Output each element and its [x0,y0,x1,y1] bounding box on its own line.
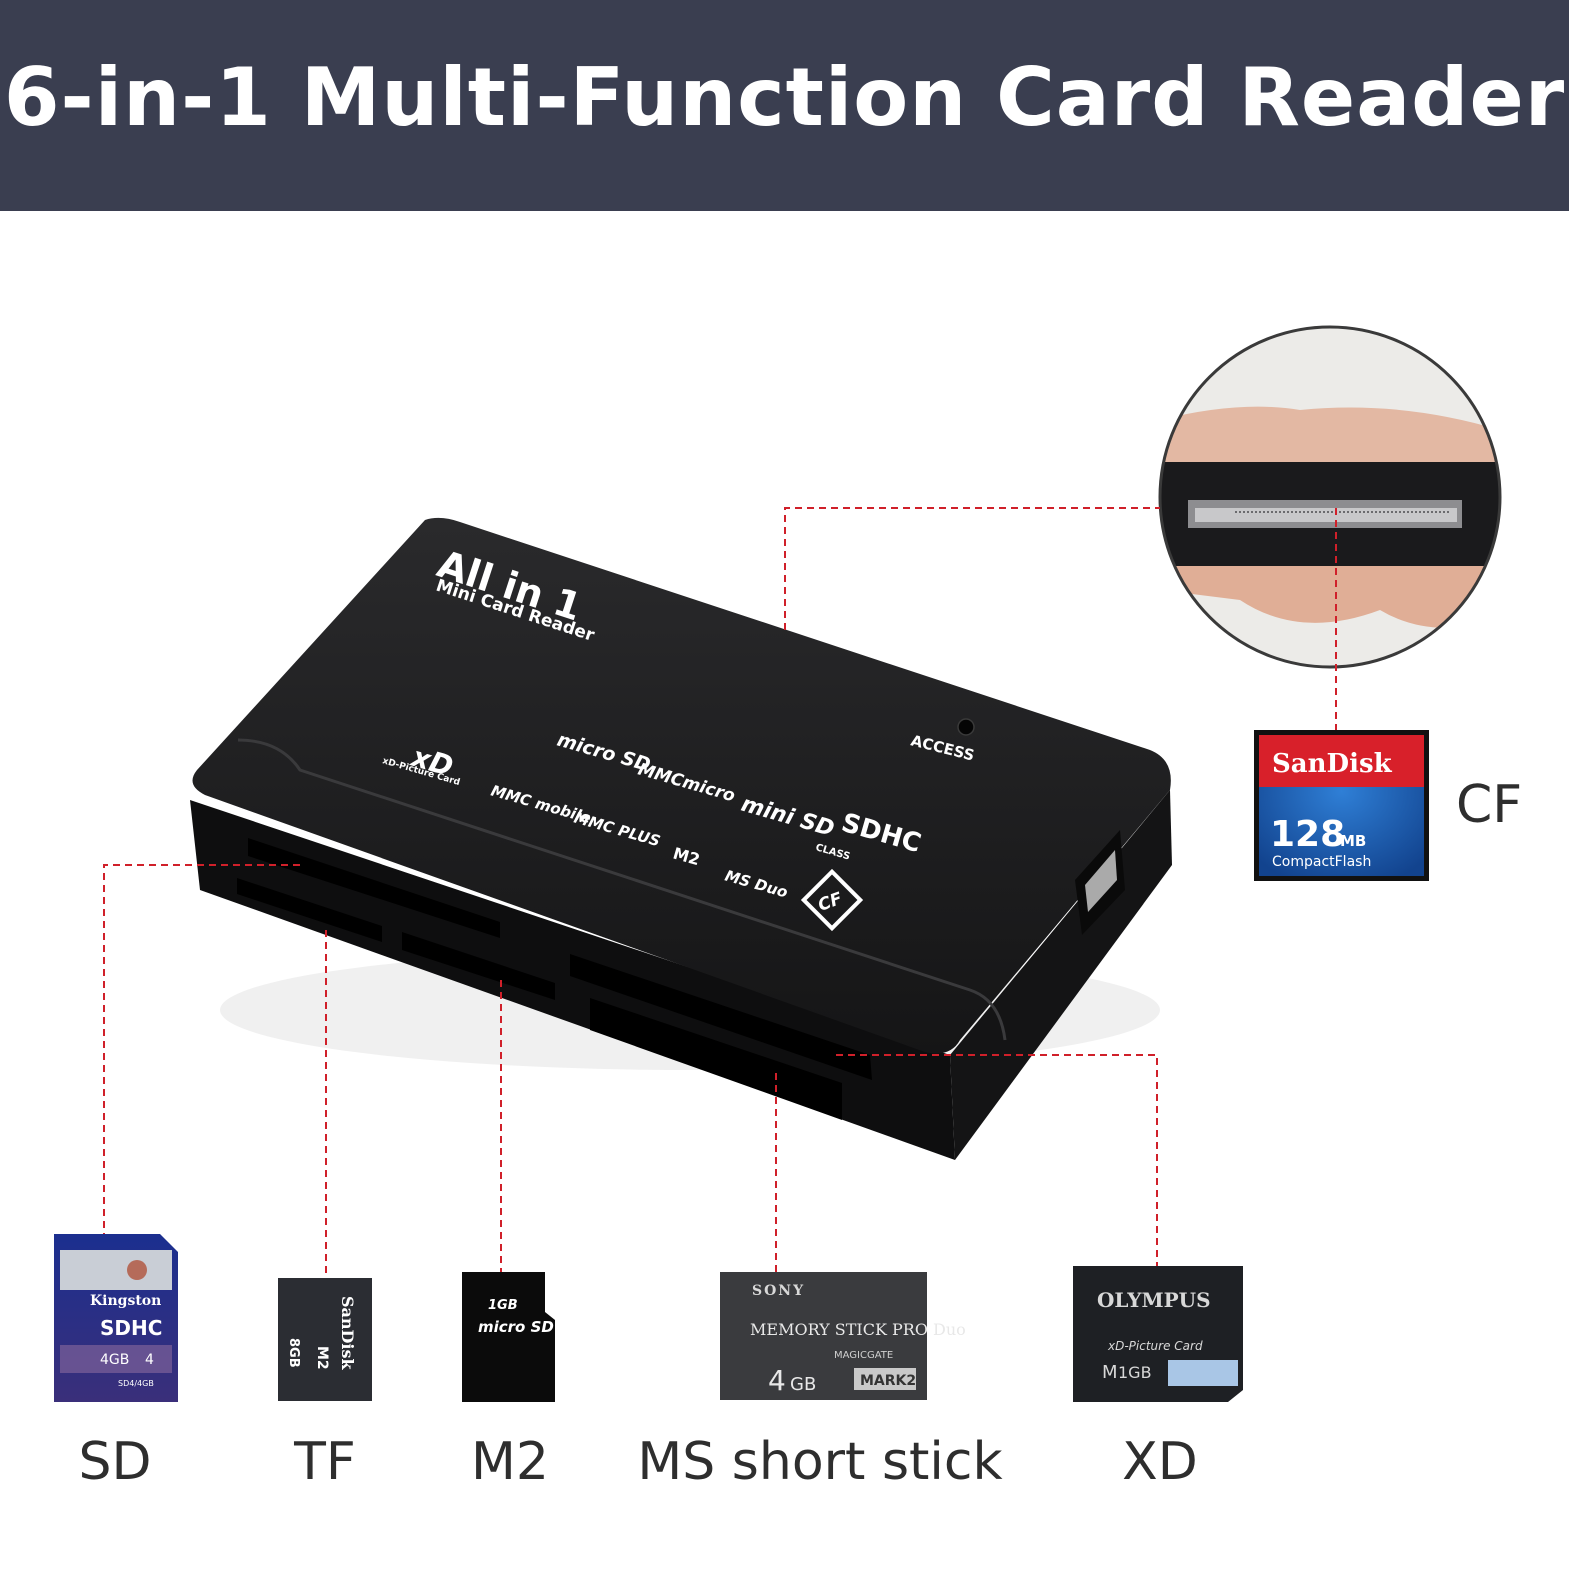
cf-card-type: CompactFlash [1272,854,1371,870]
slot-tf [237,878,382,942]
sd-card-type: SDHC [100,1316,162,1340]
ms-card-sub: MAGICGATE [834,1350,893,1361]
ms-card-mark: MARK2 [860,1373,916,1389]
tf-card-capacity: 8GB [286,1338,301,1368]
cf-card-brand: SanDisk [1272,749,1393,779]
tf-card: SanDisk M2 8GB [278,1278,372,1401]
ms-card-unit: GB [790,1374,816,1395]
title-banner: 6-in-1 Multi-Function Card Reader [0,0,1569,211]
guide-sd [103,864,300,1320]
tf-label: TF [294,1432,356,1492]
sd-label: SD [78,1432,152,1492]
xd-card-capacity: 1GB [1118,1363,1152,1382]
cf-card-capacity: 128 [1270,814,1345,855]
page-title: 6-in-1 Multi-Function Card Reader [3,51,1566,144]
slot-sd [248,838,500,938]
ms-card-name: MEMORY STICK PRO Duo [750,1320,966,1339]
mini-usb-port [1075,830,1125,935]
guide-xd [836,1054,1158,1280]
access-led [957,718,975,736]
product-illustration: All in 1 Mini Card Reader ACCESS micro S… [54,325,1502,1402]
sd-card-capacity: 4GB [100,1352,129,1368]
xd-card: OLYMPUS xD-Picture Card M 1GB [1073,1266,1243,1402]
xd-card-brand: OLYMPUS [1097,1288,1211,1312]
slot-m2 [402,932,555,1000]
ms-card: SONY MEMORY STICK PRO Duo MAGICGATE 4 GB… [720,1272,966,1400]
ms-card-capacity: 4 [768,1364,786,1397]
xd-card-type: xD-Picture Card [1107,1339,1203,1353]
tf-card-brand: SanDisk [338,1296,357,1371]
ms-card-brand: SONY [752,1283,805,1299]
guide-cf [784,507,1160,630]
slot-cf [590,998,842,1120]
m2-card-capacity: 1GB [488,1298,518,1313]
sd-card-code: SD4/4GB [118,1379,154,1388]
sd-card: Kingston SDHC 4GB 4 SD4/4GB [54,1234,178,1402]
card-reader-device: All in 1 Mini Card Reader ACCESS micro S… [190,517,1172,1160]
tf-card-type: M2 [314,1346,330,1370]
ms-label: MS short stick [637,1432,1003,1492]
sd-card-brand: Kingston [90,1293,161,1309]
m2-label: M2 [471,1432,549,1492]
device-top-face [192,517,1171,1054]
guide-lines [103,507,1337,1320]
m2-card-type: micro SD [478,1318,554,1336]
cf-slot-magnifier [1158,325,1502,669]
m2-card: 1GB micro SD [462,1272,555,1402]
xd-label: XD [1122,1432,1198,1492]
cf-card-unit: MB [1340,832,1366,850]
cf-label: CF [1456,775,1523,835]
mark-cf [800,868,864,932]
cf-card: SanDisk 128 MB CompactFlash [1254,730,1429,881]
xd-card-size-letter: M [1102,1362,1118,1383]
slot-ms [570,954,872,1080]
sd-card-class: 4 [145,1352,154,1368]
